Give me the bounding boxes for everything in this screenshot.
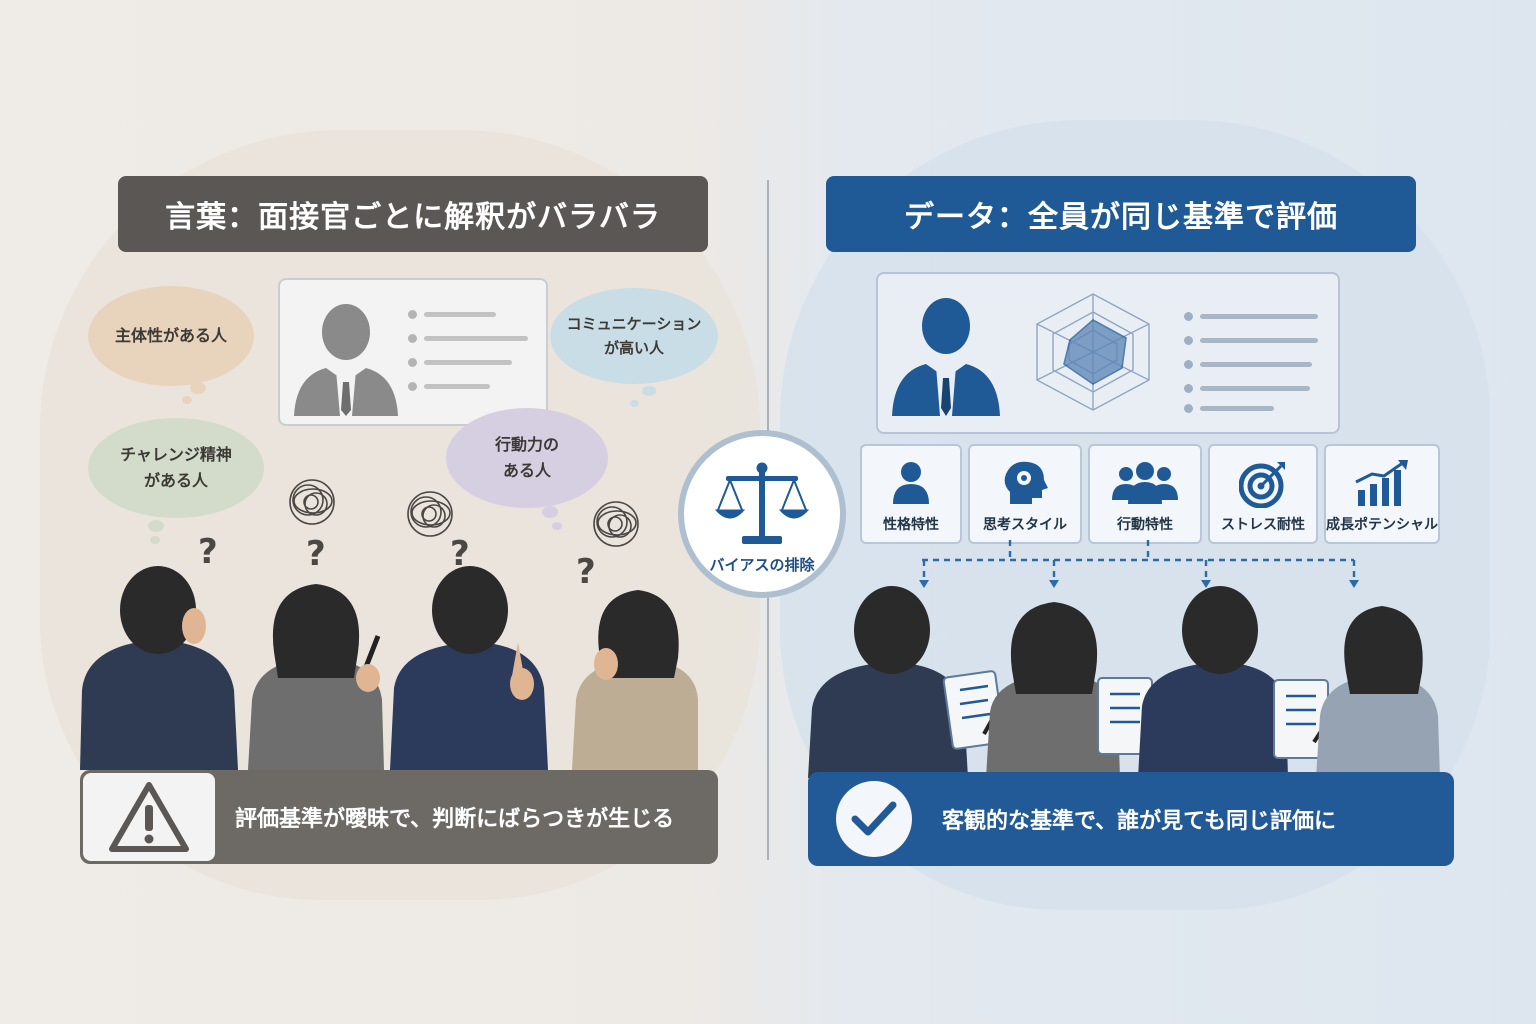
left-warning-banner: 評価基準が曖昧で、判断にばらつきが生じる — [80, 770, 718, 864]
warning-box — [83, 773, 215, 861]
right-banner-text: 客観的な基準で、誰が見ても同じ評価に — [942, 809, 1337, 834]
speech-bubble-communication: コミュニケーション が高い人 — [550, 288, 718, 384]
growth-chart-icon — [1355, 460, 1408, 506]
speech-bubble-challenge: チャレンジ精神 がある人 — [88, 418, 264, 518]
scale-icon — [714, 462, 810, 544]
criteria-connector-lines — [919, 540, 1359, 588]
left-profile-card — [278, 278, 548, 426]
right-success-banner: 客観的な基準で、誰が見ても同じ評価に — [808, 772, 1454, 866]
trait-label: 行動特性 — [1117, 517, 1173, 533]
question-mark: ? — [450, 534, 470, 574]
speech-bubble-action: 行動力の ある人 — [446, 408, 608, 508]
trait-card-personality: 性格特性 — [860, 444, 962, 544]
confusion-scribble-icon — [289, 479, 335, 525]
trait-label: 成長ポテンシャル — [1326, 517, 1438, 533]
speech-bubble-initiative: 主体性がある人 — [88, 286, 254, 386]
bubble-text: コミュニケーション が高い人 — [566, 315, 702, 357]
bubble-tail — [630, 400, 639, 407]
left-banner-text: 評価基準が曖昧で、判断にばらつきが生じる — [235, 807, 675, 832]
bias-removal-label: バイアスの排除 — [709, 556, 815, 574]
trait-label: 性格特性 — [883, 517, 939, 533]
trait-label: 思考スタイル — [983, 517, 1067, 533]
trait-card-growth: 成長ポテンシャル — [1324, 444, 1440, 544]
target-icon — [1239, 462, 1285, 508]
trait-card-thinking: 思考スタイル — [968, 444, 1082, 544]
bubble-text: チャレンジ精神 がある人 — [120, 445, 232, 490]
confusion-scribble-icon — [593, 501, 639, 547]
right-profile-card — [876, 272, 1340, 434]
bubble-tail — [190, 382, 206, 394]
trait-card-behavior: 行動特性 — [1088, 444, 1202, 544]
bubble-text: 主体性がある人 — [114, 326, 227, 346]
right-title: データ：全員が同じ基準で評価 — [826, 176, 1416, 252]
left-interviewers-illustration — [80, 566, 698, 770]
person-icon — [893, 462, 929, 504]
check-icon — [851, 801, 897, 836]
head-gear-icon — [1004, 461, 1048, 504]
right-interviewers-illustration — [808, 586, 1440, 778]
bubble-tail — [150, 536, 160, 544]
confusion-scribble-icon — [407, 491, 453, 537]
check-circle — [836, 781, 912, 857]
radar-chart-icon — [1036, 293, 1150, 411]
question-mark: ? — [576, 552, 596, 592]
bias-removal-badge: バイアスの排除 — [678, 430, 846, 598]
trait-card-stress: ストレス耐性 — [1208, 444, 1318, 544]
left-title: 言葉：面接官ごとに解釈がバラバラ — [118, 176, 708, 252]
group-icon — [1112, 462, 1178, 504]
bubble-tail — [552, 522, 562, 530]
bubble-text: 行動力の ある人 — [494, 435, 559, 480]
bubble-tail — [542, 506, 558, 518]
question-mark: ? — [306, 534, 326, 574]
question-mark: ? — [198, 532, 218, 572]
trait-label: ストレス耐性 — [1221, 517, 1305, 533]
profile-silhouette-icon — [294, 304, 398, 416]
warning-icon — [109, 782, 189, 852]
bubble-tail — [148, 520, 164, 532]
profile-silhouette-icon — [892, 298, 1000, 416]
bubble-tail — [182, 396, 192, 404]
bubble-tail — [642, 386, 656, 396]
